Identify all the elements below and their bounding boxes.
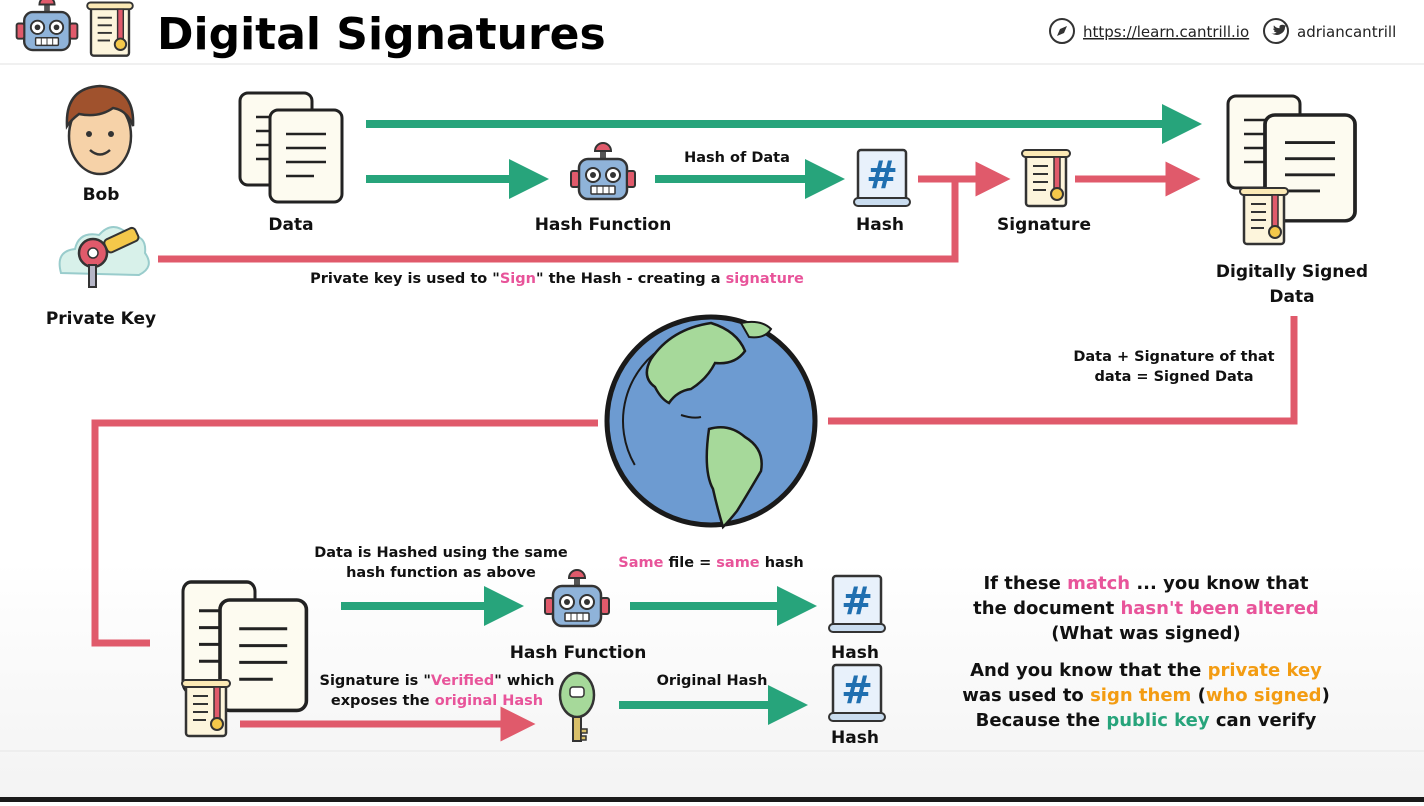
conclusion-text: If these match ... you know that the doc…: [962, 573, 1330, 731]
bob-label: Bob: [83, 185, 120, 205]
digitally-signed-label: Digitally Signed: [1216, 262, 1368, 282]
certificate-logo-icon: [86, 1, 134, 57]
conclusion-line-5: was used to sign them (who signed): [962, 685, 1330, 706]
hash-scroll-icon: [852, 148, 912, 208]
header: Digital Signatures https://learn.cantril…: [0, 0, 1424, 65]
hash-function-label: Hash Function: [535, 215, 672, 235]
transfer-line-right: [828, 316, 1298, 425]
conclusion-line-1: If these match ... you know that: [983, 573, 1308, 594]
transfer-line-left: [91, 419, 598, 647]
hash-label-3: Hash: [831, 728, 879, 748]
bottom-bar: [0, 797, 1424, 802]
conclusion-line-2: the document hasn't been altered: [973, 598, 1319, 619]
verified-caption: Signature is "Verified" which: [320, 673, 555, 689]
globe-icon: [604, 314, 818, 530]
private-key-label: Private Key: [46, 309, 156, 329]
conclusion-line-4: And you know that the private key: [970, 660, 1322, 681]
signed-data-caption: Data + Signature of that: [1073, 349, 1274, 365]
public-key-icon: [558, 671, 596, 742]
hash-label: Hash: [856, 215, 904, 235]
data-documents-icon: [238, 91, 344, 204]
hash-label-2: Hash: [831, 643, 879, 663]
hashed-caption-2: hash function as above: [346, 565, 536, 581]
data-label: Data: [268, 215, 313, 235]
hash-function-label-2: Hash Function: [510, 643, 647, 663]
robot-logo-icon: [15, 0, 79, 52]
received-documents-icon: [180, 580, 309, 738]
private-key-icon: [58, 226, 150, 288]
signed-data-caption-2: data = Signed Data: [1094, 369, 1253, 385]
hashed-caption: Data is Hashed using the same: [314, 545, 568, 561]
signature-certificate-icon: [1020, 148, 1072, 208]
signature-label: Signature: [997, 215, 1091, 235]
sign-caption: Private key is used to "Sign" the Hash -…: [310, 271, 804, 287]
robot-hash-function-icon-2: [543, 568, 611, 628]
website-link[interactable]: https://learn.cantrill.io: [1083, 23, 1249, 41]
conclusion-line-3: (What was signed): [1051, 623, 1241, 644]
conclusion-line-6: Because the public key can verify: [976, 710, 1317, 731]
digitally-signed-data-icon: [1226, 94, 1357, 246]
hash-scroll-icon-3: [827, 663, 887, 723]
twitter-handle[interactable]: adriancantrill: [1297, 23, 1396, 41]
hash-scroll-icon-2: [827, 574, 887, 634]
compass-icon: [1049, 18, 1075, 44]
transfer-flow: Data + Signature of that data = Signed D…: [91, 314, 1298, 647]
twitter-icon: [1263, 18, 1289, 44]
verified-caption-2: exposes the original Hash: [331, 693, 543, 709]
verify-flow: Data is Hashed using the same hash funct…: [180, 545, 887, 748]
signing-flow: Bob Private Key Data Hash Function Hash …: [46, 84, 1368, 329]
bob-avatar-icon: [65, 84, 135, 176]
original-hash-label: Original Hash: [657, 673, 768, 689]
robot-hash-function-icon: [569, 141, 637, 201]
digitally-signed-label-2: Data: [1269, 287, 1314, 307]
same-hash-caption: Same file = same hash: [618, 555, 804, 571]
hash-of-data-label: Hash of Data: [684, 150, 790, 166]
page-title: Digital Signatures: [157, 9, 606, 60]
